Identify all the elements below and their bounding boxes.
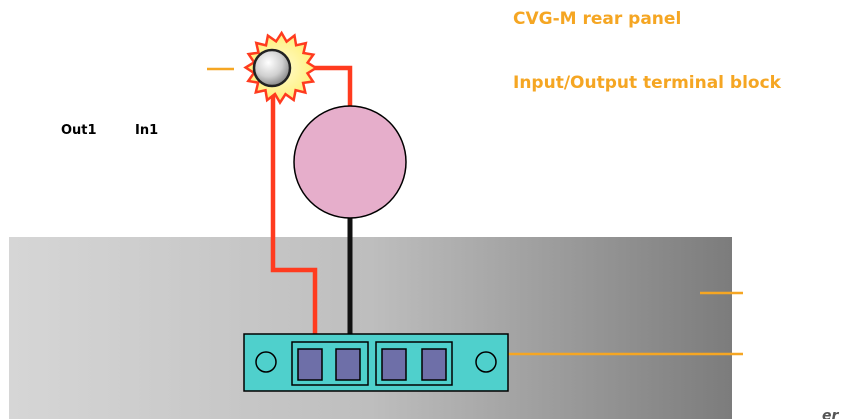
diagram-title: CVG-M rear panel — [513, 9, 682, 29]
terminal-in1 — [335, 348, 361, 381]
red-wire-out — [270, 92, 318, 365]
cut-off-caption: er sample — [822, 409, 839, 419]
mounting-screw-left — [255, 351, 277, 373]
diagram-subtitle: Input/Output terminal block — [513, 73, 781, 93]
mounting-screw-right — [475, 351, 497, 373]
terminal-block — [243, 333, 509, 392]
out1-label: Out1 — [61, 123, 97, 138]
terminal-out1 — [297, 348, 323, 381]
in1-label: In1 — [135, 123, 159, 138]
load-circle — [293, 105, 407, 219]
lamp-indicator — [243, 30, 319, 105]
lamp-bulb — [252, 48, 292, 88]
terminal-4 — [421, 348, 447, 381]
terminal-3 — [381, 348, 407, 381]
